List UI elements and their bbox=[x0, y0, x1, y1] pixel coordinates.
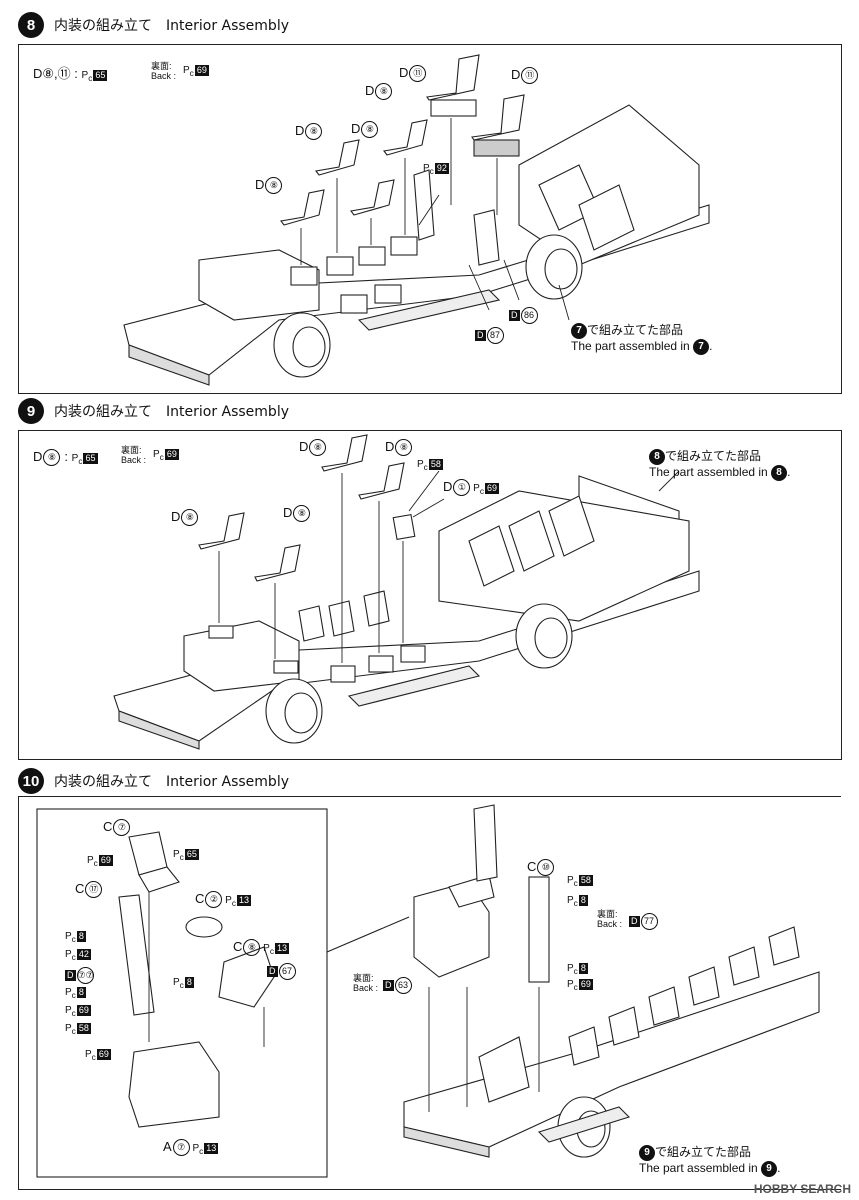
step-8-note-en: The part assembled in 7. bbox=[571, 339, 713, 355]
legend-pc1: 65 bbox=[93, 70, 108, 81]
step-number: 8 bbox=[18, 12, 44, 38]
step-10-header: 10 内装の組み立て Interior Assembly bbox=[18, 768, 289, 794]
back-jp: 裏面: bbox=[151, 61, 172, 71]
step-title: 内装の組み立て Interior Assembly bbox=[54, 18, 289, 34]
legend-back: 裏面: Back : bbox=[121, 445, 147, 465]
step-number: 10 bbox=[18, 768, 44, 794]
back-en: Back : bbox=[151, 71, 177, 81]
legend-parts: ⑧,⑪ : bbox=[42, 66, 78, 81]
legend-prefix: D bbox=[33, 66, 43, 81]
legend-pc2: 69 bbox=[194, 65, 209, 76]
watermark: HOBBY SEARCH bbox=[753, 1182, 851, 1196]
step-10-drawing bbox=[36, 804, 820, 1178]
step-9-note-en: The part assembled in 8. bbox=[649, 465, 791, 481]
step-title: 内装の組み立て Interior Assembly bbox=[54, 404, 289, 420]
step-10-note-en: The part assembled in 9. bbox=[639, 1161, 781, 1177]
step-number: 9 bbox=[18, 398, 44, 424]
back-d63: 裏面:Back : bbox=[353, 973, 379, 993]
legend-back: 裏面: Back : bbox=[151, 61, 176, 81]
step-title: 内装の組み立て Interior Assembly bbox=[54, 774, 289, 790]
back-d77: 裏面:Back : bbox=[597, 909, 623, 929]
step-9-drawing bbox=[113, 434, 700, 750]
step-8-drawing bbox=[123, 54, 710, 386]
step-8-header: 8 内装の組み立て Interior Assembly bbox=[18, 12, 289, 38]
step-9-header: 9 内装の組み立て Interior Assembly bbox=[18, 398, 289, 424]
